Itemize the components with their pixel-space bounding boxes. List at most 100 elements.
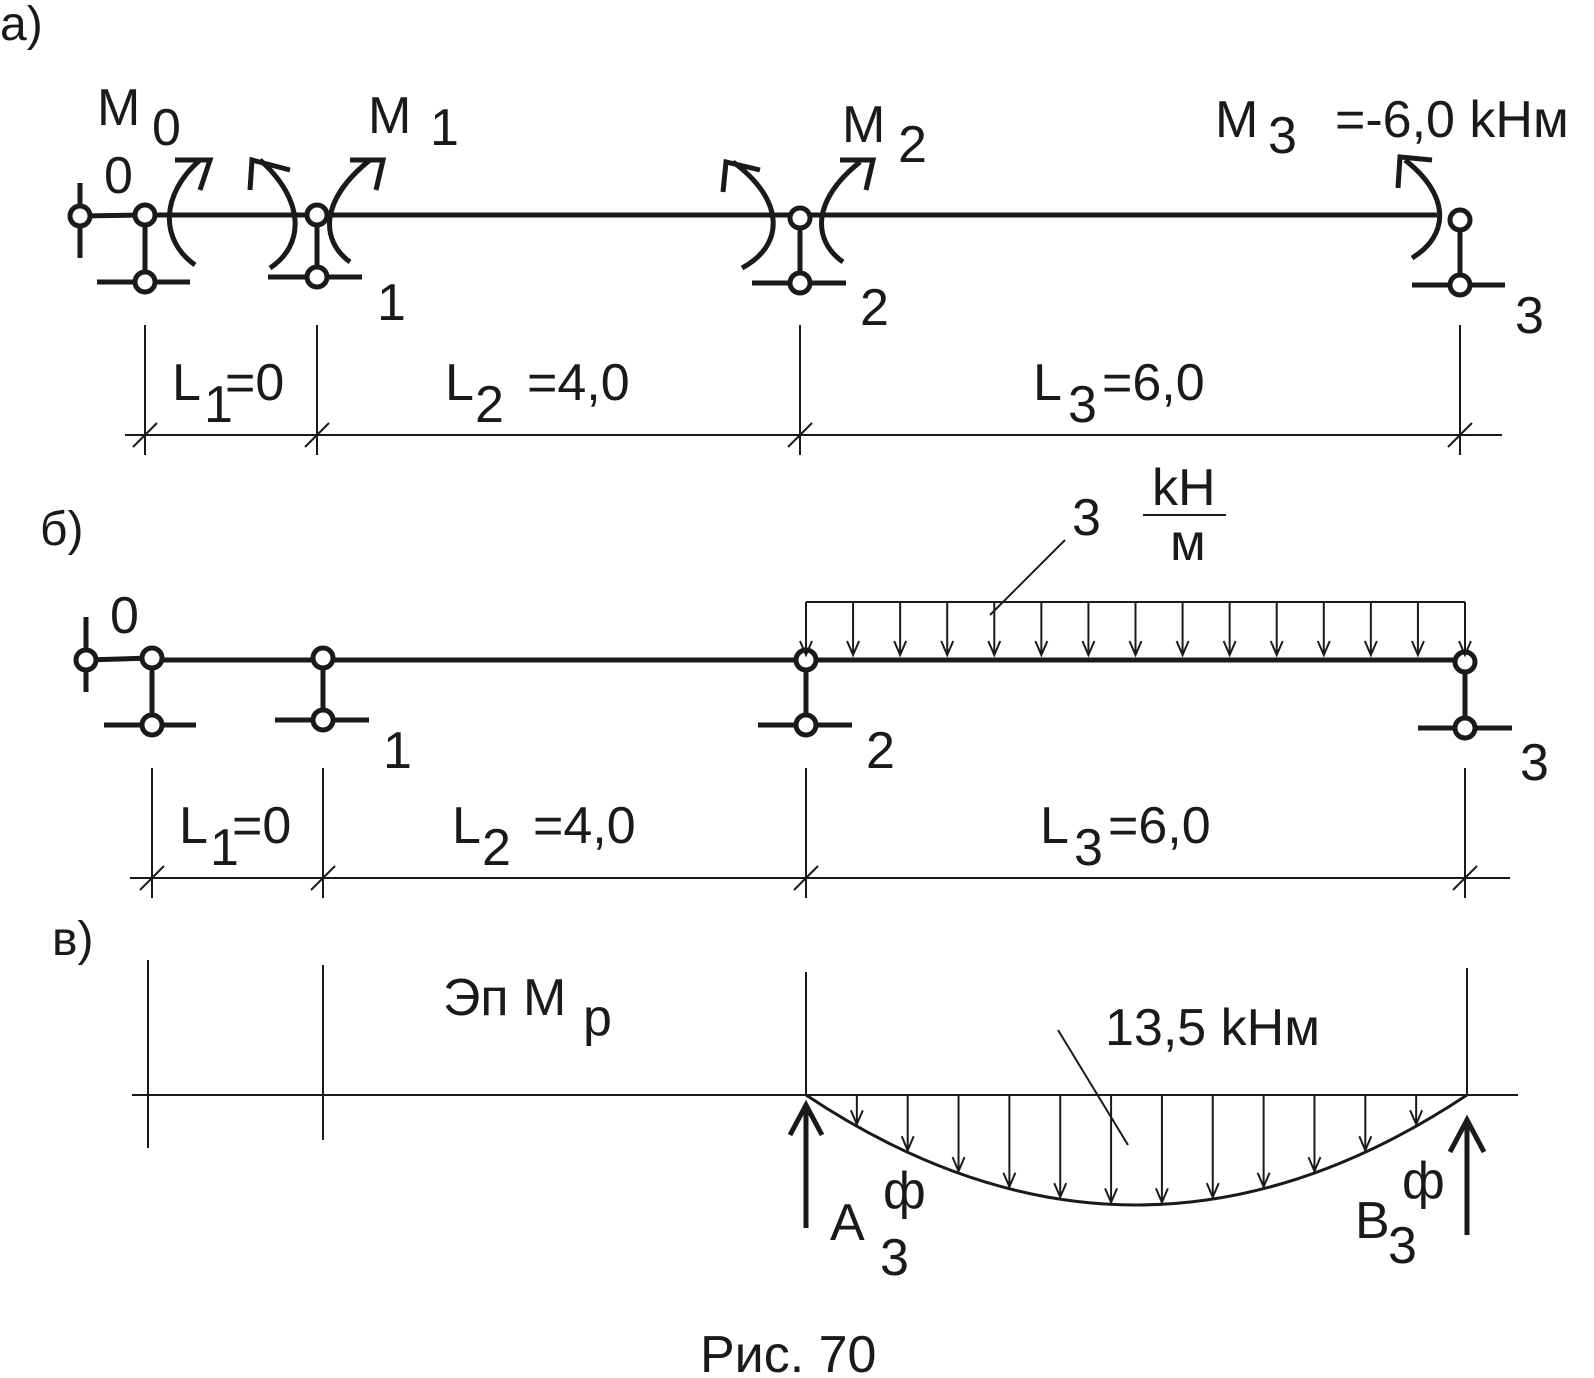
panel-b: б) — [40, 459, 1549, 898]
dimension-line-b — [130, 768, 1510, 898]
load-arrow — [940, 602, 955, 658]
panel-a: а) — [0, 0, 1569, 455]
load-arrow — [1316, 602, 1331, 658]
reaction-a-arrow — [787, 1099, 825, 1228]
support-3-a — [1412, 207, 1505, 298]
support-2-a — [752, 205, 846, 296]
moment-ordinates — [849, 1095, 1424, 1205]
span-1-value-a: =0 — [225, 354, 284, 412]
reaction-a-symbol: A — [830, 1194, 865, 1252]
moment-parabola — [805, 1093, 1468, 1207]
load-arrow — [1128, 602, 1143, 658]
support-2-b — [758, 647, 852, 738]
moment-arc-1 — [247, 156, 387, 271]
node-label-3-a: 3 — [1515, 287, 1544, 345]
load-unit-denominator: м — [1170, 514, 1206, 572]
load-arrow — [1175, 602, 1190, 658]
distributed-load — [799, 601, 1472, 658]
span-2-value-b: =4,0 — [533, 797, 636, 855]
support-0-a — [97, 202, 190, 295]
span-1-symbol-b: L — [179, 797, 208, 855]
moment-ordinate — [1155, 1095, 1169, 1205]
load-arrow — [1081, 602, 1096, 658]
diagram-title-subscript: p — [583, 989, 612, 1047]
load-value: 3 — [1072, 489, 1101, 547]
panel-b-label: б) — [40, 503, 83, 556]
moment-label-1-index: 1 — [430, 99, 459, 157]
support-3-b — [1418, 649, 1512, 741]
dimension-line-a — [125, 325, 1502, 455]
load-arrow — [1222, 602, 1237, 658]
moment-label-1-symbol: M — [368, 87, 411, 145]
node-label-0-a: 0 — [104, 147, 133, 205]
moment-label-0-symbol: M — [97, 79, 140, 137]
moment-arc-3 — [1395, 154, 1443, 261]
span-1-index-b: 1 — [210, 819, 239, 877]
load-arrow — [1034, 602, 1049, 658]
moment-ordinate — [1053, 1095, 1068, 1200]
node-label-2-a: 2 — [860, 279, 889, 337]
load-arrow — [893, 602, 908, 658]
load-arrow — [846, 602, 860, 658]
span-1-symbol-a: L — [172, 354, 201, 412]
load-arrow — [799, 602, 813, 658]
moment-ordinate — [1409, 1095, 1424, 1127]
support-1-b — [275, 645, 369, 733]
moment-ordinate — [1256, 1095, 1271, 1190]
node-label-2-b: 2 — [866, 722, 895, 780]
moment-ordinate — [849, 1095, 864, 1127]
moment-ordinate — [1307, 1095, 1322, 1174]
node-label-3-b: 3 — [1520, 734, 1549, 792]
span-3-symbol-b: L — [1040, 797, 1069, 855]
moment-ordinate — [1104, 1095, 1118, 1205]
span-2-symbol-b: L — [452, 797, 481, 855]
reaction-b-arrow — [1447, 1114, 1487, 1235]
span-3-symbol-a: L — [1033, 354, 1062, 412]
node-label-1-a: 1 — [377, 274, 406, 332]
reaction-a-subscript: 3 — [880, 1229, 909, 1287]
span-3-value-b: =6,0 — [1108, 797, 1211, 855]
figure-caption: Рис. 70 — [700, 1326, 876, 1378]
moment-ordinate — [951, 1095, 966, 1174]
moment-ordinate — [1002, 1095, 1017, 1190]
span-2-index-b: 2 — [482, 819, 511, 877]
moment-arc-0 — [166, 157, 214, 268]
span-2-value-a: =4,0 — [527, 354, 630, 412]
panel-c-label: в) — [52, 913, 93, 966]
left-link-a — [67, 183, 146, 258]
span-1-value-b: =0 — [232, 797, 291, 855]
reaction-b-symbol: B — [1355, 1192, 1390, 1250]
reaction-a-superscript: ф — [883, 1162, 926, 1220]
span-2-index-a: 2 — [475, 376, 504, 434]
moment-label-2-index: 2 — [898, 116, 927, 174]
load-arrow — [1411, 602, 1425, 658]
moment-label-3-symbol: M — [1215, 91, 1258, 149]
load-arrow — [1363, 602, 1378, 658]
load-arrow — [1458, 602, 1472, 658]
moment-ordinate — [1358, 1095, 1373, 1153]
support-1-a — [268, 202, 362, 290]
moment-label-2-symbol: M — [842, 96, 885, 154]
support-0-b — [104, 645, 196, 738]
node-label-0-b: 0 — [110, 587, 139, 645]
moment-ordinate — [1205, 1095, 1220, 1200]
load-arrow — [1269, 602, 1284, 658]
panel-a-label: а) — [0, 0, 43, 51]
span-1-index-a: 1 — [204, 376, 233, 434]
span-2-symbol-a: L — [445, 354, 474, 412]
span-3-index-b: 3 — [1074, 819, 1103, 877]
moment-ordinate — [900, 1095, 915, 1153]
moment-label-0-index: 0 — [152, 99, 181, 157]
panel-c: в) Эп M p 13,5 kHм A ф 3 B ф 3 — [52, 913, 1518, 1287]
span-3-index-a: 3 — [1068, 376, 1097, 434]
node-label-1-b: 1 — [383, 722, 412, 780]
diagram-title: Эп M — [443, 969, 566, 1027]
peak-moment-label: 13,5 kHм — [1105, 999, 1320, 1057]
load-unit-numerator: kH — [1152, 459, 1216, 517]
reaction-b-superscript: ф — [1402, 1152, 1445, 1210]
reaction-b-subscript: 3 — [1388, 1217, 1417, 1275]
peak-leader-line — [1057, 1029, 1129, 1146]
moment-arc-2 — [720, 157, 877, 271]
moment-label-3-index: 3 — [1268, 107, 1297, 165]
